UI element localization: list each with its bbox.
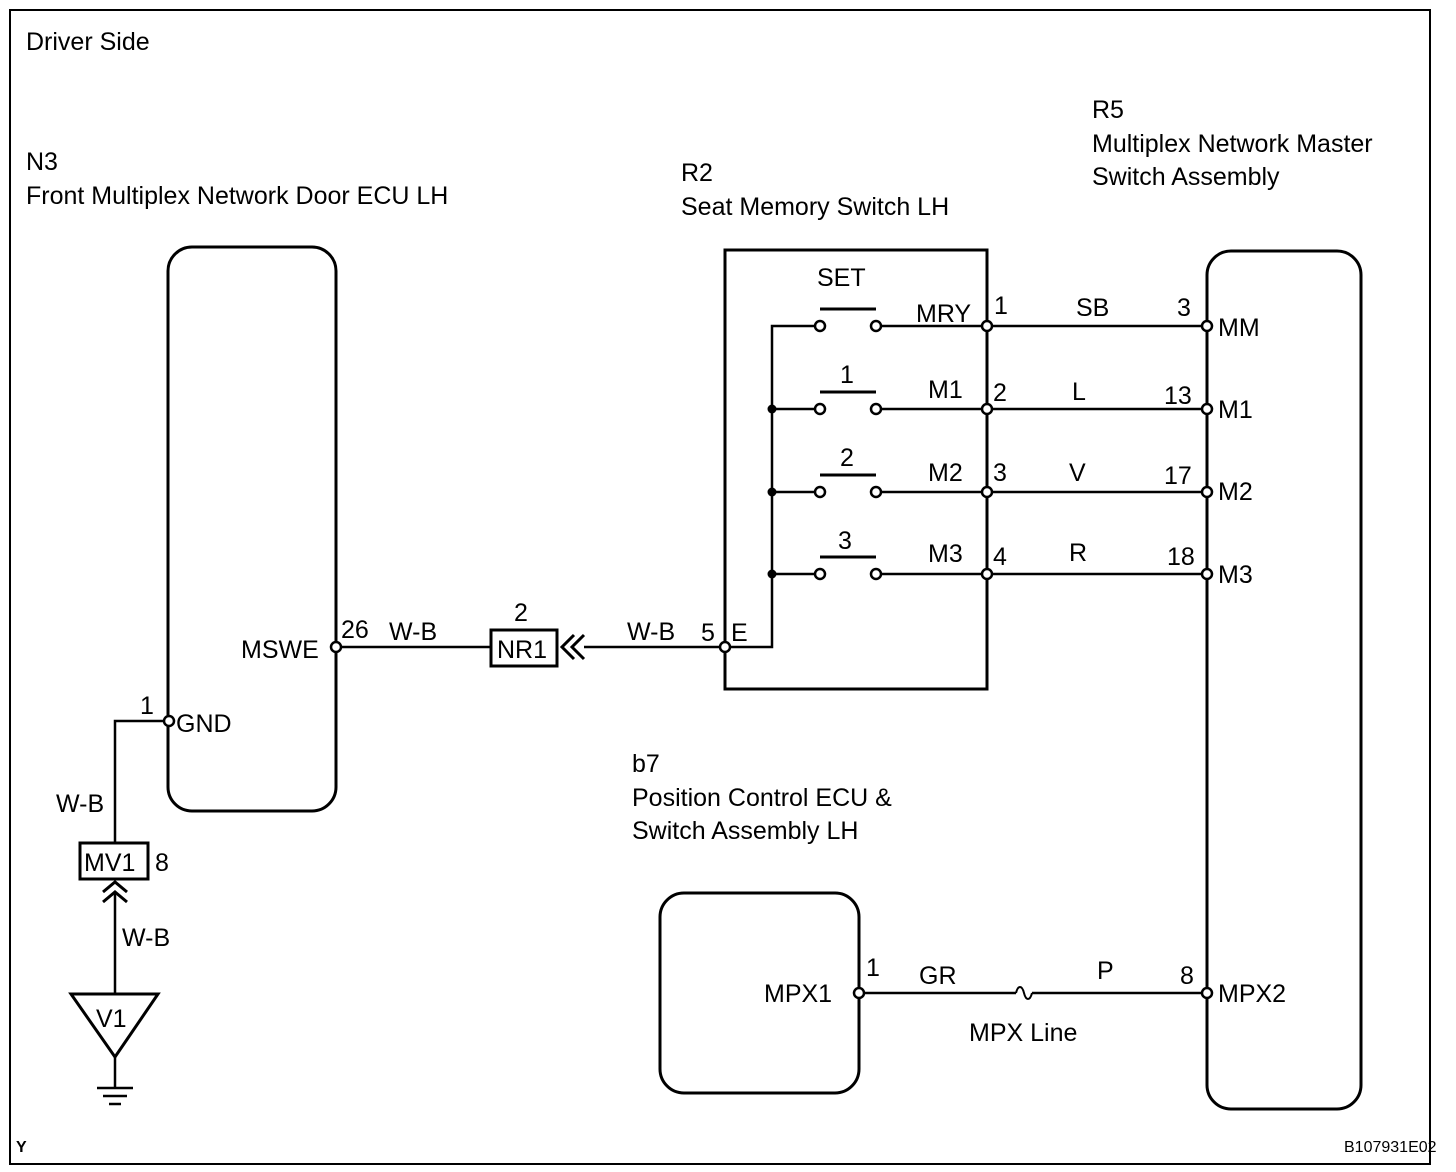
r5-m2-terminal: [1200, 485, 1214, 499]
n3-mswe-terminal: [329, 640, 343, 654]
b7-mpx1-pin: 1: [866, 954, 880, 982]
r5-m3-label: M3: [1218, 561, 1253, 589]
wire-gnd-mv1: [113, 719, 169, 843]
switch-2-terminal-a: [813, 485, 827, 499]
r5-name-line2: Switch Assembly: [1092, 163, 1280, 191]
ground-v1-symbol: [68, 992, 161, 1060]
r5-mm-terminal: [1200, 319, 1214, 333]
r5-m1-label: M1: [1218, 396, 1253, 424]
mv1-label: MV1: [84, 849, 135, 877]
r5-code: R5: [1092, 96, 1124, 124]
r2-m2-label: M2: [928, 459, 963, 487]
switch-1-terminal-a: [813, 402, 827, 416]
r2-m2-pin: 3: [993, 459, 1007, 487]
n3-name: Front Multiplex Network Door ECU LH: [26, 182, 448, 210]
r5-name-line1: Multiplex Network Master: [1092, 130, 1373, 158]
r2-code: R2: [681, 159, 713, 187]
switch-2-terminal-b: [869, 485, 883, 499]
nr1-chevron-2: [569, 633, 586, 661]
r5-mm-label: MM: [1218, 314, 1260, 342]
switch-3-terminal-b: [869, 567, 883, 581]
b7-name-line1: Position Control ECU &: [632, 784, 892, 812]
n3-mswe-pin: 26: [341, 616, 369, 644]
nr1-pin: 2: [514, 599, 528, 627]
diagram-title: Driver Side: [26, 28, 150, 56]
r2-mry-label: MRY: [916, 300, 971, 328]
r2-e-pin: 5: [701, 619, 715, 647]
r2-e-label: E: [731, 619, 748, 647]
n3-ecu-box: [166, 245, 338, 813]
wire-mry-mm-color: SB: [1076, 294, 1109, 322]
b7-mpx1-label: MPX1: [764, 980, 832, 1008]
mv1-connector: [78, 841, 150, 881]
n3-code: N3: [26, 148, 58, 176]
wire-mpx-left-color: GR: [919, 962, 957, 990]
switch-set-label: SET: [817, 264, 866, 292]
switch-3-terminal-a: [813, 567, 827, 581]
r2-name: Seat Memory Switch LH: [681, 193, 949, 221]
r2-m3-terminal: [980, 567, 994, 581]
wire-mpx-right-color: P: [1097, 957, 1114, 985]
mpx-line-label: MPX Line: [969, 1019, 1077, 1047]
footer-left-code: Y: [16, 1139, 27, 1156]
wire-nr1-e-color: W-B: [627, 618, 675, 646]
r5-switch-assembly-box: [1205, 249, 1363, 1111]
b7-name-line2: Switch Assembly LH: [632, 817, 858, 845]
r2-m2-terminal: [980, 485, 994, 499]
r2-mry-terminal: [980, 319, 994, 333]
b7-mpx1-terminal: [852, 986, 866, 1000]
figure-id: B107931E02: [1344, 1139, 1437, 1156]
switch-2-label: 2: [840, 444, 854, 472]
n3-gnd-label: GND: [176, 710, 232, 738]
wire-m1-m1-color: L: [1072, 378, 1086, 406]
r5-m2-pin: 17: [1164, 462, 1192, 490]
switch-1-terminal-b: [869, 402, 883, 416]
r5-m1-pin: 13: [1164, 382, 1192, 410]
r2-m1-label: M1: [928, 376, 963, 404]
wire-m2-m2-color: V: [1069, 459, 1086, 487]
r5-mm-pin: 3: [1177, 294, 1191, 322]
switch-set-terminal-b: [869, 319, 883, 333]
switch-3-label: 3: [838, 527, 852, 555]
r2-m1-pin: 2: [993, 379, 1007, 407]
r2-m3-pin: 4: [993, 543, 1007, 571]
r5-mpx2-label: MPX2: [1218, 980, 1286, 1008]
r2-m1-terminal: [980, 402, 994, 416]
r5-m1-terminal: [1200, 402, 1214, 416]
mv1-pin: 8: [155, 849, 169, 877]
nr1-connector: [489, 628, 559, 668]
b7-code: b7: [632, 750, 660, 778]
diagram-frame: [9, 9, 1431, 1165]
nr1-label: NR1: [497, 636, 547, 664]
r2-mry-pin: 1: [994, 292, 1008, 320]
n3-mswe-label: MSWE: [241, 636, 319, 664]
r2-common-bus: [725, 324, 815, 649]
r5-m2-label: M2: [1218, 478, 1253, 506]
r2-e-terminal: [718, 640, 732, 654]
r5-m3-pin: 18: [1167, 543, 1195, 571]
wire-m3-m3-color: R: [1069, 539, 1087, 567]
r2-m3-label: M3: [928, 540, 963, 568]
switch-1-label: 1: [840, 361, 854, 389]
r5-m3-terminal: [1200, 567, 1214, 581]
switch-set-terminal-a: [813, 319, 827, 333]
wire-gnd-mv1-color: W-B: [56, 790, 104, 818]
mv1-chevron-1: [102, 880, 128, 894]
mpx-break-1: [1015, 986, 1033, 1000]
wire-mswe-nr1-color: W-B: [389, 618, 437, 646]
r5-mpx2-terminal: [1200, 986, 1214, 1000]
n3-gnd-pin: 1: [140, 692, 154, 720]
wire-mv1-v1-color: W-B: [122, 924, 170, 952]
r5-mpx2-pin: 8: [1180, 962, 1194, 990]
n3-gnd-terminal: [162, 714, 176, 728]
nr1-chevron-1: [559, 633, 576, 661]
ground-v1-label: V1: [96, 1005, 127, 1033]
